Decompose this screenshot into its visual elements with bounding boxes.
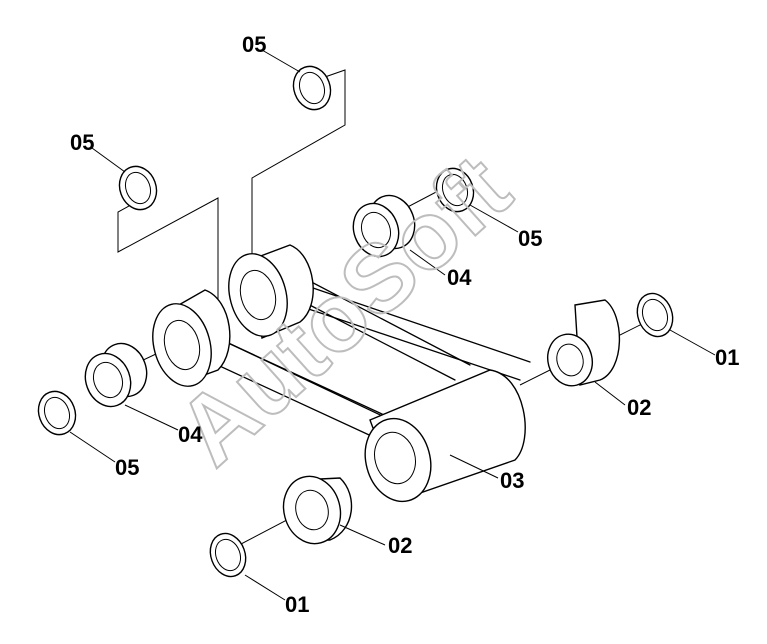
- label-04-right: 04: [447, 265, 472, 290]
- label-02-right: 02: [627, 395, 651, 420]
- label-03: 03: [500, 468, 524, 493]
- label-04-left: 04: [178, 422, 203, 447]
- tube-lower: [152, 289, 231, 387]
- bushing-04-upper: [352, 194, 416, 258]
- label-leaders: [69, 49, 716, 601]
- label-05-left: 05: [70, 130, 94, 155]
- tube-upper: [228, 244, 314, 339]
- flanged-bushing-02-bottom: [282, 475, 353, 545]
- label-01-bottom: 01: [285, 592, 309, 617]
- label-05-bottom: 05: [115, 455, 139, 480]
- label-01-right: 01: [715, 345, 739, 370]
- seal-05-right: [435, 167, 475, 213]
- label-05-top: 05: [242, 32, 266, 57]
- seal-05-top: [292, 65, 332, 111]
- washer-01-bottom: [209, 532, 247, 578]
- seal-05-left: [118, 165, 158, 211]
- label-05-right: 05: [518, 226, 542, 251]
- flanged-bushing-02-right: [547, 299, 621, 387]
- seal-05-bottom: [37, 390, 77, 436]
- bushing-04-left: [84, 342, 148, 408]
- washer-01-right: [636, 292, 674, 338]
- label-02-bottom: 02: [388, 533, 412, 558]
- tube-03: [364, 369, 526, 503]
- leader-lines: [117, 69, 346, 305]
